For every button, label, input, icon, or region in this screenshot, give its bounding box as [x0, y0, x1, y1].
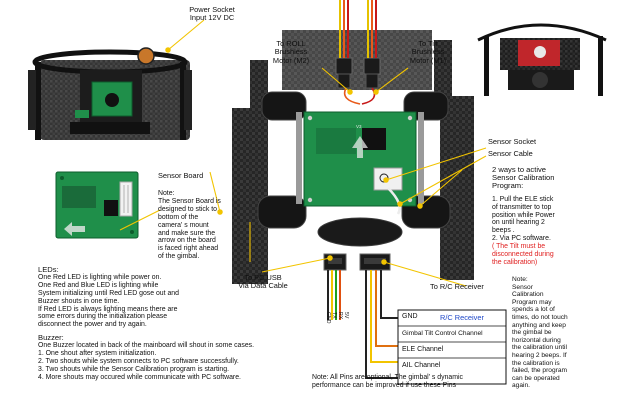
- calibration-step1-line: 1. Pull the ELE stick: [492, 195, 554, 203]
- buzzer-title: Buzzer:: [38, 333, 64, 342]
- usb-wires: [327, 270, 341, 320]
- calibration-note-line: failed, the program: [512, 367, 567, 375]
- leds-line: disconnect the power and try again.: [38, 321, 147, 329]
- leds-section: LEDs: One Red LED is lighting while powe…: [38, 266, 238, 329]
- sensor-note-line: camera' s mount: [158, 221, 209, 229]
- sensor-note-line: designed to stick to: [158, 205, 217, 213]
- calibration-note-line: horizontal during: [512, 336, 561, 344]
- tilt-motor-line-2: Brushless: [411, 47, 445, 57]
- calibration-step1-line: beeps .: [492, 227, 515, 235]
- tilt-motor-label: To Tilt Brushless Motor (M1): [398, 39, 458, 65]
- calibration-step1-line: on until hearing 2: [492, 219, 545, 227]
- leds-line: If Red LED is always lighting means ther…: [38, 305, 178, 313]
- calibration-note-title: Note:: [512, 276, 528, 283]
- sensor-note-line: arrow on the board: [158, 237, 216, 245]
- rc-ail-label: AIL Channel: [402, 362, 441, 369]
- calibration-warning-line: ( The Tilt must be: [492, 243, 546, 251]
- top-right-inset-photo: [472, 10, 612, 105]
- calibration-note-line: the calibration until: [512, 344, 567, 352]
- footer-line-2: performance can be improved if use these…: [312, 381, 457, 389]
- buzzer-line: One Buzzer located in back of the mainbo…: [38, 341, 255, 349]
- pc-usb-line-2: Via Data Cable: [238, 281, 288, 291]
- power-socket-line-2: Input 12V DC: [189, 13, 235, 23]
- leds-line: some errors during the initialization pl…: [38, 313, 168, 321]
- rc-wires: [365, 270, 400, 379]
- rc-receiver-title: R/C Receiver: [440, 313, 484, 322]
- calibration-note-line: times, do not touch: [512, 313, 568, 321]
- buzzer-line: 3. Two shouts while the Sensor Calibrati…: [38, 365, 229, 373]
- calibration-note-line: again.: [512, 382, 530, 390]
- sensor-note-line: of the gimbal.: [158, 253, 200, 261]
- calibration-warning-line: the calibration): [492, 258, 538, 266]
- calibration-step1-line: position while Power: [492, 211, 555, 219]
- calibration-note-line: can be operated: [512, 374, 560, 382]
- rc-receiver-box: [397, 309, 507, 385]
- calibration-note-line: the calibration is: [512, 359, 560, 367]
- rc-ele-label: ELE Channel: [402, 346, 444, 353]
- leds-line: One Red and Blue LED is lighting while: [38, 281, 159, 289]
- footer-line-1: Note: All Pins are optional, The gimbal'…: [312, 374, 463, 381]
- sensor-socket-label: Sensor Socket: [488, 137, 537, 146]
- top-left-gimbal-photo: [20, 40, 208, 145]
- buzzer-line: 4. More shouts may occured while communi…: [38, 373, 241, 381]
- tilt-motor-line-3: Motor (M1): [409, 55, 447, 65]
- roll-motor-line-3: Motor (M2): [272, 55, 310, 65]
- rc-gimbal-tilt-label: Gimbal Tilt Control Channel: [402, 330, 483, 337]
- usb-pin-5v: 5V: [343, 312, 349, 319]
- calibration-note-line: anything and keep: [512, 321, 566, 329]
- sensor-note-line: is faced right ahead: [158, 245, 219, 253]
- calibration-note: Note: Sensor Calibration Program may spe…: [512, 276, 612, 390]
- leds-line: Buzzer shouts in one time.: [38, 297, 120, 305]
- rc-receiver-label: To R/C Receiver: [430, 282, 484, 291]
- roll-motor-label: To ROLL Brushless Motor (M2): [262, 39, 320, 65]
- calibration-warning-line: disconnected during: [492, 251, 554, 259]
- calibration-note-line: the gimbal be: [512, 329, 552, 337]
- calibration-note-line: spends a lot of: [512, 306, 555, 314]
- calibration-instructions: 2 ways to active Sensor Calibration Prog…: [492, 166, 602, 267]
- leader-lines: [119, 19, 487, 287]
- sensor-cable-label: Sensor Cable: [488, 149, 533, 158]
- calibration-step2: 2. Via PC software.: [492, 235, 551, 243]
- calibration-step1-line: of transmitter to top: [492, 203, 552, 211]
- sensor-note-line: The Sensor Board is: [158, 197, 221, 205]
- sensor-board-label: Sensor Board: [158, 171, 204, 180]
- buzzer-line: 2. Two shouts while system connects to P…: [38, 357, 239, 365]
- sensor-board-photo: [55, 171, 139, 239]
- sensor-note-title: Note:: [158, 190, 175, 197]
- roll-motor-line-1: To ROLL: [276, 39, 306, 48]
- calibration-title-line: Program:: [492, 180, 524, 190]
- footer-note: Note: All Pins are optional, The gimbal'…: [312, 374, 512, 390]
- tilt-motor-line-1: To Tilt: [418, 39, 438, 48]
- power-socket-line-1: Power Socket: [189, 5, 235, 14]
- leds-line: One Red LED is lighting while power on.: [38, 273, 162, 281]
- calibration-note-line: Program may: [512, 298, 552, 306]
- main-gimbal-photo: [232, 0, 474, 284]
- pc-usb-label: To PC USB Via Data Cable: [226, 273, 300, 291]
- sensor-board-note: Note: The Sensor Board is designed to st…: [158, 190, 238, 261]
- board-silkscreen: V3: [356, 124, 362, 129]
- calibration-note-line: Sensor: [512, 283, 533, 291]
- sensor-note-line: bottom of the: [158, 213, 199, 221]
- power-socket-label: Power Socket Input 12V DC: [176, 5, 248, 23]
- calibration-title-line: 2 ways to active: [492, 165, 547, 174]
- roll-motor-line-2: Brushless: [274, 47, 308, 57]
- leds-line: System initializing until Red LED gose o…: [38, 289, 179, 297]
- leds-title: LEDs:: [38, 265, 59, 274]
- rc-gnd-label: GND: [402, 313, 418, 320]
- pc-usb-line-1: To PC USB: [244, 273, 282, 282]
- calibration-note-line: hearing 2 beeps. If: [512, 351, 567, 359]
- buzzer-section: Buzzer: One Buzzer located in back of th…: [38, 334, 298, 381]
- calibration-note-line: Calibration: [512, 291, 544, 299]
- buzzer-line: 1. One shout after system initialization…: [38, 349, 157, 357]
- calibration-title-line: Sensor Calibration: [492, 172, 555, 182]
- sensor-note-line: and make sure the: [158, 229, 216, 237]
